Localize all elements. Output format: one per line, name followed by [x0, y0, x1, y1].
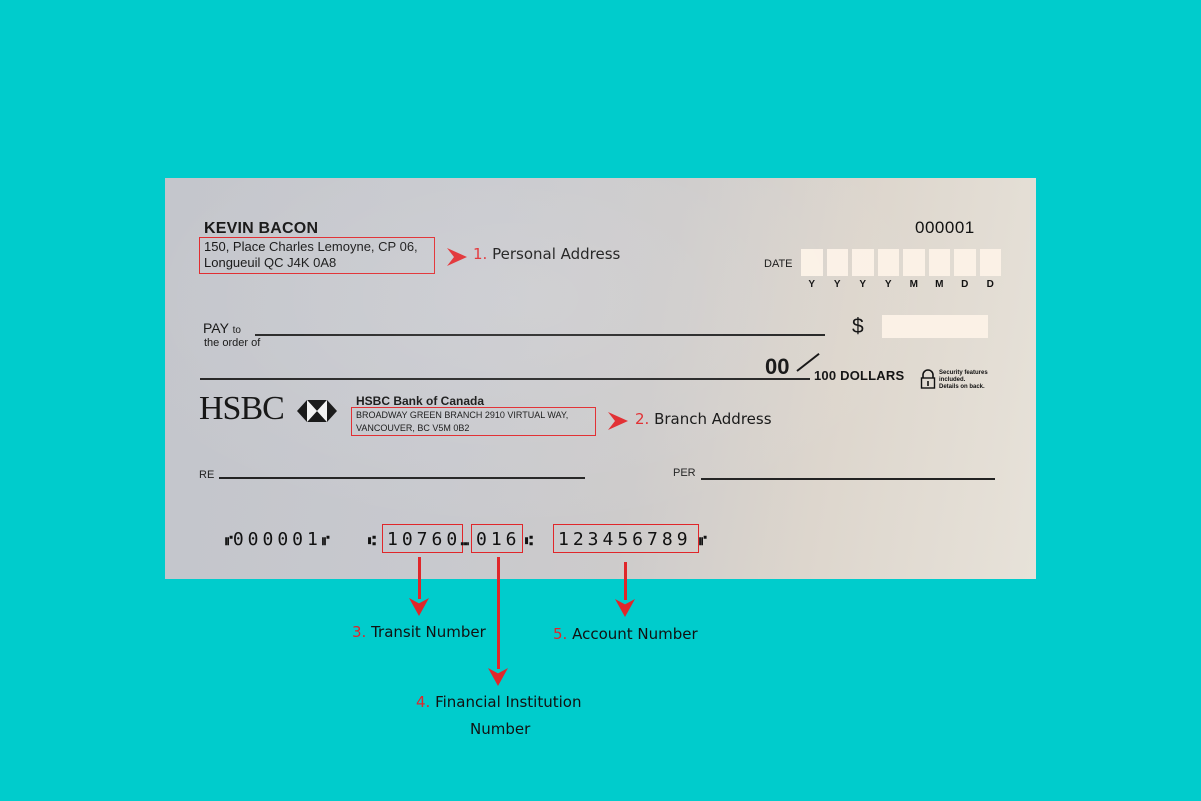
pay-label: PAY to	[203, 320, 241, 336]
personal-address: 150, Place Charles Lemoyne, CP 06, Longu…	[204, 239, 418, 271]
dollars-label: 100 DOLLARS	[814, 368, 905, 383]
micr-transit-symbol-end: ⑆	[525, 534, 533, 549]
cheque-image: KEVIN BACON 150, Place Charles Lemoyne, …	[165, 178, 1036, 579]
date-box	[852, 249, 874, 276]
amount-field	[882, 315, 988, 338]
address-line-2: Longueuil QC J4K 0A8	[204, 255, 337, 270]
security-note: Security features included. Details on b…	[939, 370, 988, 390]
annotation-transit-number: 3. Transit Number	[352, 623, 486, 641]
annotation-account-number: 5. Account Number	[553, 625, 698, 643]
annotation-institution-number-line2: Number	[470, 720, 531, 738]
cents-value: 00	[765, 354, 790, 379]
bank-name: HSBC Bank of Canada	[356, 394, 485, 408]
signature-line	[701, 478, 995, 480]
order-of-label: the order of	[204, 337, 261, 349]
micr-institution-number: 016	[476, 529, 521, 550]
address-line-1: 150, Place Charles Lemoyne, CP 06,	[204, 239, 418, 254]
micr-check-number: ⑈000001⑈	[225, 529, 330, 550]
check-number: 000001	[915, 218, 975, 237]
date-box	[928, 249, 950, 276]
annotation-institution-number: 4. Financial Institution	[416, 693, 582, 711]
transit-arrow-line	[418, 557, 421, 599]
date-label: DATE	[764, 258, 793, 270]
date-format: Y Y Y Y M M D D	[808, 279, 994, 290]
branch-address: BROADWAY GREEN BRANCH 2910 VIRTUAL WAY, …	[356, 410, 569, 433]
personal-address-highlight	[199, 237, 435, 274]
date-box	[954, 249, 976, 276]
date-box	[979, 249, 1001, 276]
account-holder-name: KEVIN BACON	[204, 220, 319, 237]
account-number-highlight	[553, 524, 699, 553]
payee-line	[255, 334, 825, 336]
dollar-sign: $	[852, 315, 864, 338]
amount-words-line	[200, 378, 810, 380]
per-label: PER	[673, 467, 696, 479]
micr-transit-number: 10760	[387, 529, 462, 550]
account-arrow-line	[624, 562, 627, 600]
micr-account-number: 123456789	[558, 529, 692, 550]
date-box	[801, 249, 823, 276]
date-field	[801, 249, 1001, 276]
micr-transit-symbol: ⑆	[368, 534, 376, 549]
arrow-down-icon	[409, 598, 429, 616]
chevron-right-icon	[608, 412, 628, 430]
annotation-branch-address: 2. Branch Address	[635, 410, 772, 428]
micr-dash-symbol: ⑉	[461, 534, 469, 549]
hsbc-hexagon-logo-icon	[297, 400, 337, 422]
transit-number-highlight	[382, 524, 463, 553]
date-box	[877, 249, 899, 276]
date-box	[826, 249, 848, 276]
institution-arrow-line	[497, 557, 500, 669]
lock-icon	[920, 369, 936, 389]
micr-on-us-symbol: ⑈	[699, 534, 707, 549]
chevron-right-icon	[447, 248, 467, 266]
branch-address-highlight	[351, 407, 596, 436]
date-box	[903, 249, 925, 276]
institution-number-highlight	[471, 524, 523, 553]
annotation-personal-address: 1. Personal Address	[473, 245, 621, 263]
re-label: RE	[199, 469, 215, 481]
memo-line	[219, 477, 585, 479]
arrow-down-icon	[488, 668, 508, 686]
bank-logo-text: HSBC	[199, 390, 285, 427]
arrow-down-icon	[615, 599, 635, 617]
